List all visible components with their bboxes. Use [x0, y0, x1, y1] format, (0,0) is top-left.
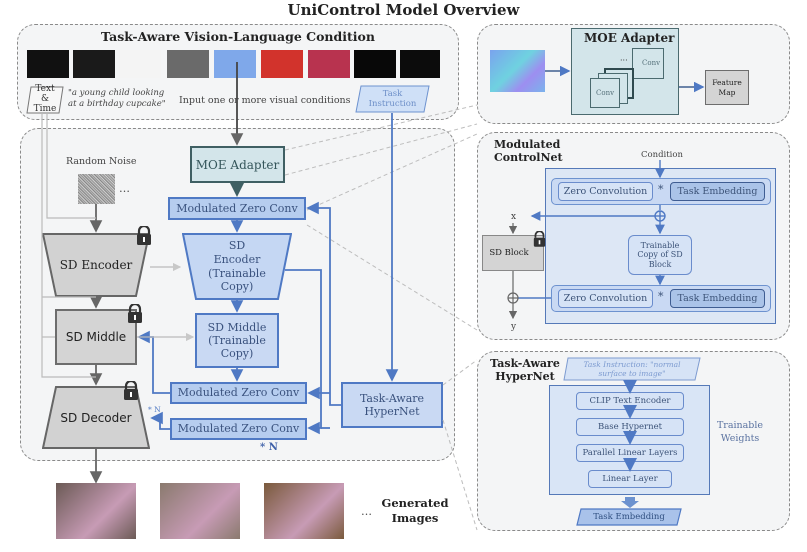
hypernet-layer: Parallel Linear Layers — [576, 444, 684, 462]
zero-convolution-label: Zero Convolution — [563, 186, 648, 197]
generated-image-2 — [160, 483, 240, 539]
hypernet-task-instruction-shape — [563, 357, 701, 381]
text-time-shape — [26, 86, 64, 114]
text-time-label: Text & Time — [33, 84, 57, 114]
lock-icon — [124, 381, 138, 400]
repeat-n-label: * N — [260, 442, 278, 453]
hypernet-task-instruction-label: Task Instruction: "normal surface to ima… — [583, 359, 681, 378]
task-instruction-input: Task Instruction — [355, 85, 430, 113]
modulated-zero-conv-bottom: Modulated Zero Conv — [170, 418, 307, 440]
hypernet-layer-label: Parallel Linear Layers — [582, 448, 678, 458]
visual-condition-outpainting — [400, 50, 440, 78]
controlnet-panel-title: Modulated ControlNet — [494, 138, 563, 165]
visual-condition-segmentation — [261, 50, 303, 78]
modulated-zero-conv-label: Modulated Zero Conv — [177, 386, 300, 400]
multiply-symbol: * — [658, 183, 664, 196]
task-aware-hypernet-block: Task-Aware HyperNet — [341, 382, 443, 428]
hypernet-task-instruction: Task Instruction: "normal surface to ima… — [563, 357, 701, 381]
condition-panel-title: Task-Aware Vision-Language Condition — [101, 28, 375, 44]
sd-decoder-label: SD Decoder — [60, 410, 132, 425]
visual-condition-depth — [167, 50, 209, 78]
lock-icon — [533, 231, 546, 247]
visual-condition-pose — [354, 50, 396, 78]
visual-conditions-note: Input one or more visual conditions — [179, 95, 351, 106]
sd-middle-copy-block: SD Middle (Trainable Copy) — [195, 313, 279, 368]
modulated-zero-conv-top: Modulated Zero Conv — [168, 197, 306, 220]
condition-label: Condition — [641, 150, 683, 160]
hypernet-task-embedding-label: Task Embedding — [593, 512, 665, 522]
task-embedding-bottom: Task Embedding — [670, 289, 765, 308]
hypernet-layer-label: Linear Layer — [602, 474, 658, 484]
visual-condition-bbox — [308, 50, 350, 78]
sd-encoder-copy-label: SD Encoder (Trainable Copy) — [208, 239, 266, 294]
sd-encoder-block: SD Encoder — [42, 233, 150, 297]
sd-decoder-shape — [42, 386, 150, 449]
task-embedding-label: Task Embedding — [677, 186, 758, 197]
hypernet-layer-label: Base Hypernet — [597, 422, 663, 432]
lock-icon — [137, 226, 151, 245]
hypernet-panel-title: Task-Aware HyperNet — [490, 357, 560, 384]
feature-map-label: Feature Map — [712, 77, 742, 97]
trainable-weights-label: Trainable Weights — [716, 420, 764, 444]
normal-map-input — [490, 50, 545, 92]
sd-middle-block: SD Middle — [55, 309, 137, 365]
hypernet-layer: Base Hypernet — [576, 418, 684, 436]
conv-front-layer — [590, 78, 620, 108]
feature-map-block: Feature Map — [705, 70, 749, 105]
generated-images-label: Generated Images — [381, 496, 449, 525]
diagram-title: UniControl Model Overview — [287, 1, 520, 19]
zero-convolution-label: Zero Convolution — [563, 293, 648, 304]
generated-ellipsis: … — [361, 505, 372, 518]
zero-convolution-top: Zero Convolution — [558, 182, 653, 201]
trainable-copy-label: Trainable Copy of SD Block — [637, 240, 683, 269]
conv-front-label: Conv — [596, 89, 615, 97]
visual-condition-sketch — [119, 50, 161, 78]
moe-adapter-block: MOE Adapter — [190, 146, 285, 183]
visual-condition-normal-surface — [214, 50, 256, 78]
hypernet-task-embedding-shape — [576, 508, 682, 526]
sd-encoder-copy-shape — [182, 233, 292, 300]
hypernet-label: Task-Aware HyperNet — [359, 391, 425, 418]
repeat-n-small-label: * N — [148, 405, 161, 414]
modulated-zero-conv-middle: Modulated Zero Conv — [170, 382, 307, 404]
task-instruction-label: Task Instruction — [368, 88, 417, 109]
x-input-label: x — [511, 212, 517, 222]
sd-block-label: SD Block — [489, 248, 529, 258]
noise-ellipsis: … — [119, 182, 130, 195]
conv-back-layer — [632, 48, 664, 79]
lock-icon — [128, 304, 142, 323]
visual-condition-canny-edge — [27, 50, 69, 78]
sd-block: SD Block — [482, 235, 544, 271]
random-noise-label: Random Noise — [66, 156, 137, 167]
zero-convolution-bottom: Zero Convolution — [558, 289, 653, 308]
generated-image-3 — [264, 483, 344, 539]
prompt-text: "a young child looking at a birthday cup… — [68, 88, 166, 109]
hypernet-layer: CLIP Text Encoder — [576, 392, 684, 410]
moe-adapter-label: MOE Adapter — [195, 157, 280, 172]
hypernet-layer-label: CLIP Text Encoder — [589, 396, 671, 406]
hypernet-task-embedding: Task Embedding — [576, 508, 682, 526]
sd-encoder-label: SD Encoder — [59, 258, 133, 272]
multiply-symbol: * — [658, 290, 664, 303]
modulated-zero-conv-label: Modulated Zero Conv — [177, 422, 300, 436]
random-noise-image — [78, 174, 115, 204]
task-embedding-label: Task Embedding — [677, 293, 758, 304]
hypernet-layer: Linear Layer — [588, 470, 672, 488]
modulated-zero-conv-label: Modulated Zero Conv — [176, 201, 298, 215]
trainable-copy-block: Trainable Copy of SD Block — [628, 235, 692, 275]
text-time-box: Text & Time — [26, 84, 64, 114]
visual-condition-hed-edge — [73, 50, 115, 78]
conv-dots: ··· — [620, 56, 628, 65]
y-output-label: y — [511, 322, 517, 332]
sd-decoder-block: SD Decoder — [42, 386, 150, 449]
task-embedding-top: Task Embedding — [670, 182, 765, 201]
generated-image-1 — [56, 483, 136, 539]
conv-back-label: Conv — [642, 59, 661, 67]
sd-middle-copy-label: SD Middle (Trainable Copy) — [207, 320, 267, 361]
moe-adapter-detail-title: MOE Adapter — [584, 31, 675, 45]
sd-encoder-copy-block: SD Encoder (Trainable Copy) — [182, 233, 292, 300]
sd-middle-label: SD Middle — [65, 330, 127, 344]
